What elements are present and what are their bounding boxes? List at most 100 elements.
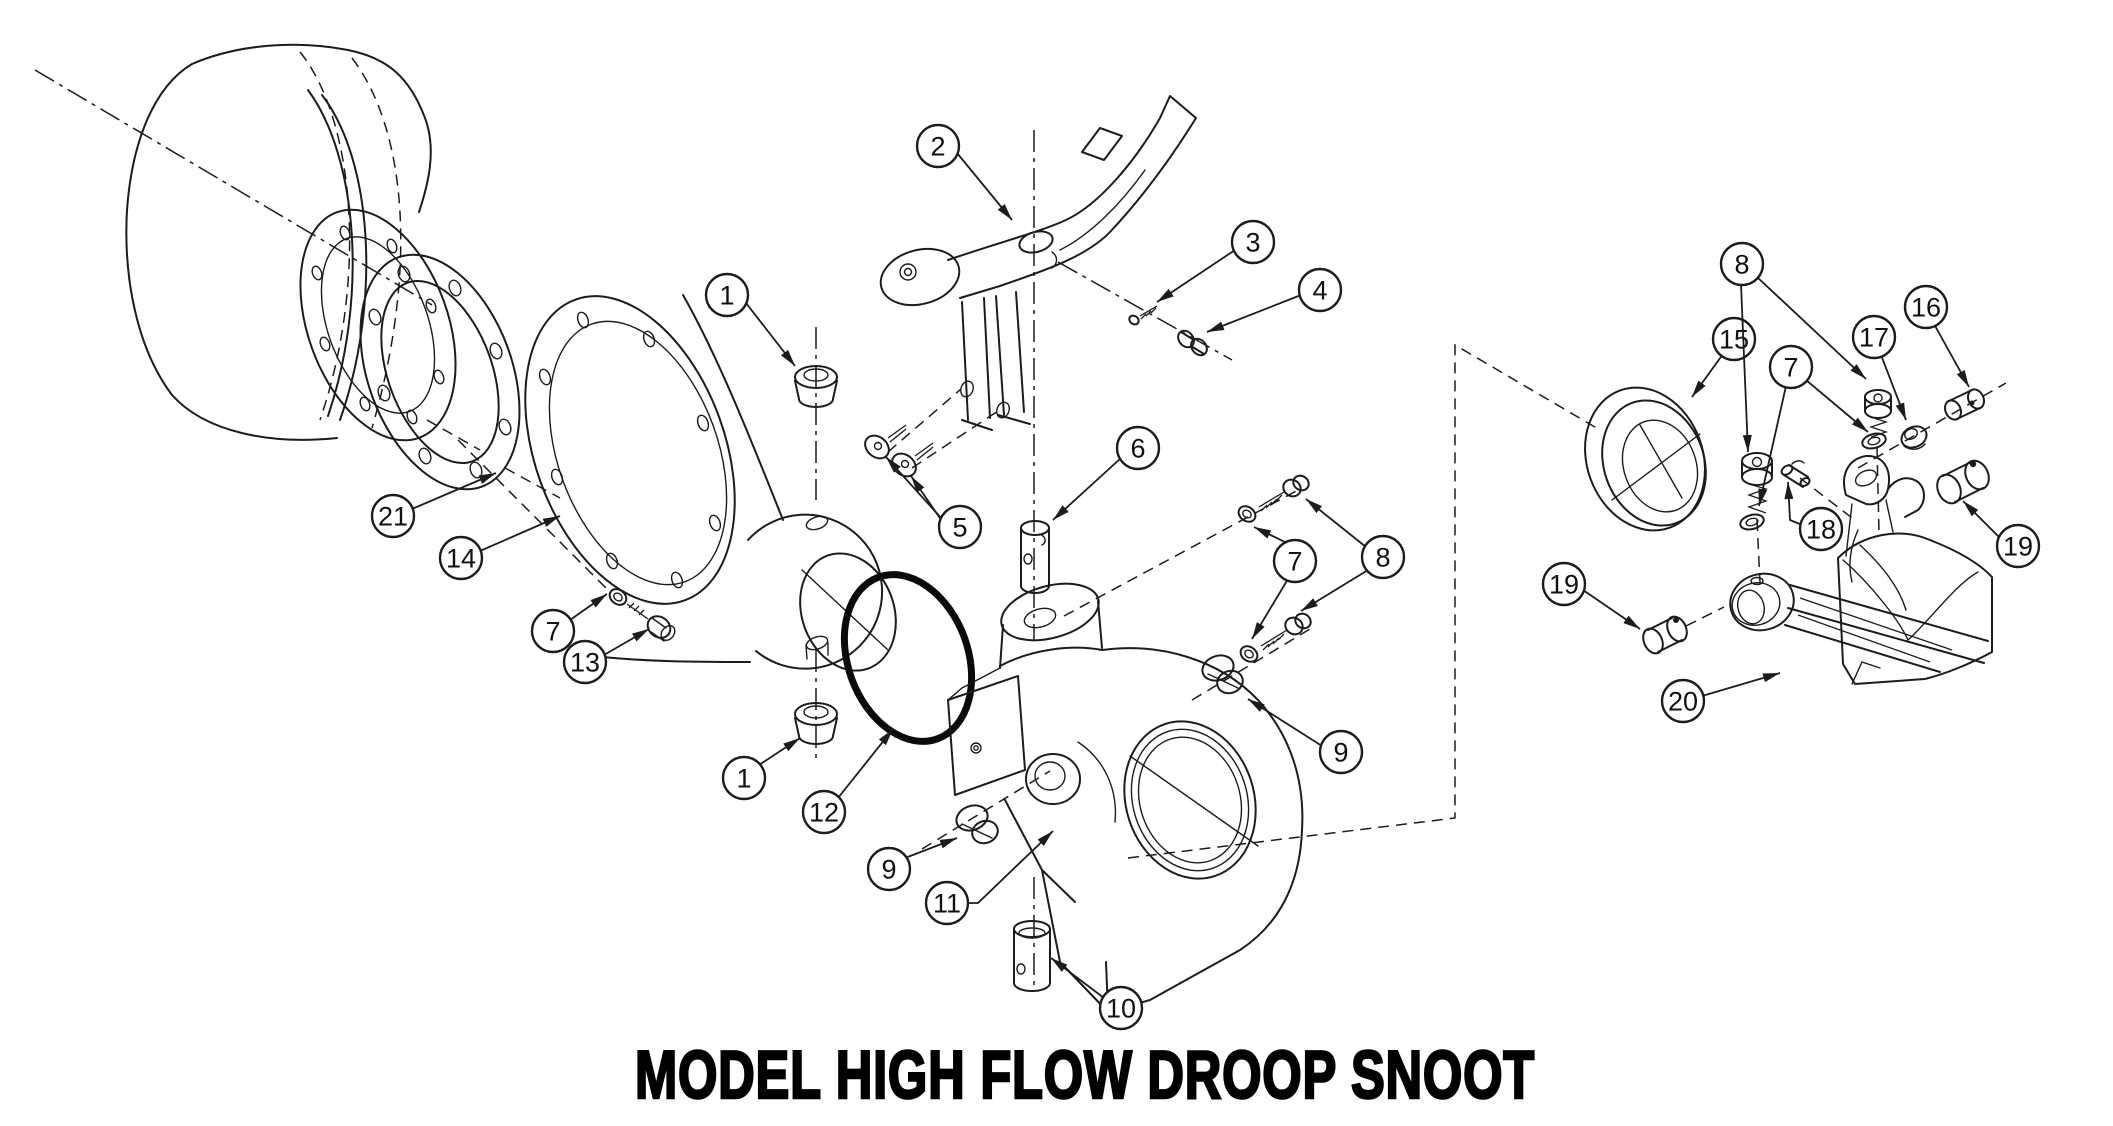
callout-9: 9 (1247, 698, 1364, 775)
sleeve-nut (1177, 329, 1208, 357)
callout-number: 5 (952, 513, 967, 543)
callout-balloon (1798, 506, 1844, 552)
callout-number: 3 (1245, 228, 1260, 258)
callout-balloon (801, 789, 847, 835)
leader-arrowhead (1248, 699, 1265, 712)
leader-arrowhead (1956, 369, 1969, 387)
callout-balloon (1903, 284, 1949, 330)
pivot-pin-lower (1013, 920, 1051, 992)
callout-14: 14 (438, 515, 561, 581)
leader-arrowhead (781, 349, 795, 366)
leader-line (1756, 276, 1867, 380)
callout-19: 19 (1541, 561, 1641, 630)
callout-number: 7 (1287, 547, 1302, 577)
leader-arrowhead (1762, 673, 1780, 683)
callout-balloon (866, 846, 912, 892)
leader-line (966, 830, 1054, 904)
leader-line (1758, 385, 1787, 507)
centerlines (34, 69, 2007, 990)
saddle-bracket (1729, 454, 1993, 685)
callout-balloon (1768, 344, 1814, 390)
leader-arrowhead (1207, 321, 1225, 332)
callout-number: 9 (1333, 738, 1348, 768)
callout-7: 7 (1251, 526, 1318, 640)
callout-number: 8 (1375, 543, 1390, 573)
callout-number: 12 (809, 798, 839, 828)
callout-number: 2 (930, 132, 945, 162)
callout-3: 3 (1156, 219, 1276, 303)
support-bracket (879, 95, 1197, 431)
pivot-pin-upper (1020, 520, 1050, 594)
flat-head-screws (864, 424, 934, 478)
callout-8: 8 (1719, 241, 1867, 453)
callout-12: 12 (801, 728, 894, 835)
callout-number: 6 (1130, 434, 1145, 464)
callout-number: 16 (1911, 293, 1941, 323)
leader-arrowhead (1963, 501, 1979, 517)
cone-adapter (524, 294, 897, 672)
callout-balloon (1660, 678, 1706, 724)
callout-18: 18 (1784, 481, 1844, 552)
leader-arrowhead (1784, 482, 1794, 500)
callout-balloon (937, 504, 983, 550)
callout-balloon (1297, 267, 1343, 313)
bell-housing (125, 43, 432, 441)
callout-balloon (924, 880, 970, 926)
callout-11: 11 (924, 830, 1054, 926)
callout-balloon (915, 123, 961, 169)
callout-balloon (1541, 561, 1587, 607)
callout-number: 17 (1859, 323, 1889, 353)
callout-balloon (1115, 425, 1161, 471)
bushing-19-left (1642, 615, 1688, 655)
callout-balloon (1719, 241, 1765, 287)
spring-pin (1780, 460, 1811, 488)
callout-21: 21 (370, 472, 497, 539)
callout-9: 9 (866, 837, 958, 892)
gasket (359, 253, 521, 491)
detent-catch-left (955, 804, 999, 845)
retaining-ring (1584, 386, 1707, 532)
o-ring (840, 571, 976, 745)
callout-balloon (1360, 534, 1406, 580)
callout-number: 21 (378, 502, 408, 532)
main-body (947, 582, 1304, 1013)
callout-13: 13 (562, 628, 650, 685)
leader-arrowhead (878, 729, 893, 746)
callout-7: 7 (530, 593, 608, 654)
callout-balloon (1318, 729, 1364, 775)
callout-16: 16 (1903, 284, 1970, 388)
flanged-bushing-lower (794, 702, 838, 745)
callout-balloon (721, 755, 767, 801)
callout-number: 19 (1549, 570, 1579, 600)
leader-arrowhead (911, 476, 925, 493)
leader-arrowhead (1157, 288, 1174, 302)
callout-number: 20 (1668, 687, 1698, 717)
callout-balloon (1851, 314, 1897, 360)
leader-arrowhead (1254, 527, 1272, 539)
callout-number: 4 (1312, 276, 1327, 306)
leader-arrowhead (1758, 488, 1768, 506)
leader-line (1787, 481, 1803, 526)
callout-19: 19 (1962, 500, 2041, 569)
leader-arrowhead (1692, 380, 1706, 397)
callout-balloon (1995, 523, 2041, 569)
callout-balloon (1098, 985, 1144, 1031)
callout-balloon (370, 493, 416, 539)
callout-20: 20 (1660, 672, 1781, 724)
sleeve-16 (1943, 388, 1986, 421)
callout-number: 8 (1734, 250, 1749, 280)
callout-2: 2 (915, 123, 1013, 221)
spring-screws-mid (1237, 474, 1312, 663)
set-screw (1128, 305, 1158, 326)
leader-arrowhead (1053, 505, 1069, 520)
callout-number: 1 (736, 764, 751, 794)
callout-balloon (1272, 538, 1318, 584)
callout-balloon (530, 608, 576, 654)
leader-arrowhead (1742, 434, 1752, 452)
spring-screws-right (1739, 389, 1892, 531)
leader-arrowhead (1252, 622, 1265, 639)
callout-number: 19 (2003, 532, 2033, 562)
leader-arrowhead (478, 473, 496, 484)
bushing-19-right (1936, 459, 1990, 505)
